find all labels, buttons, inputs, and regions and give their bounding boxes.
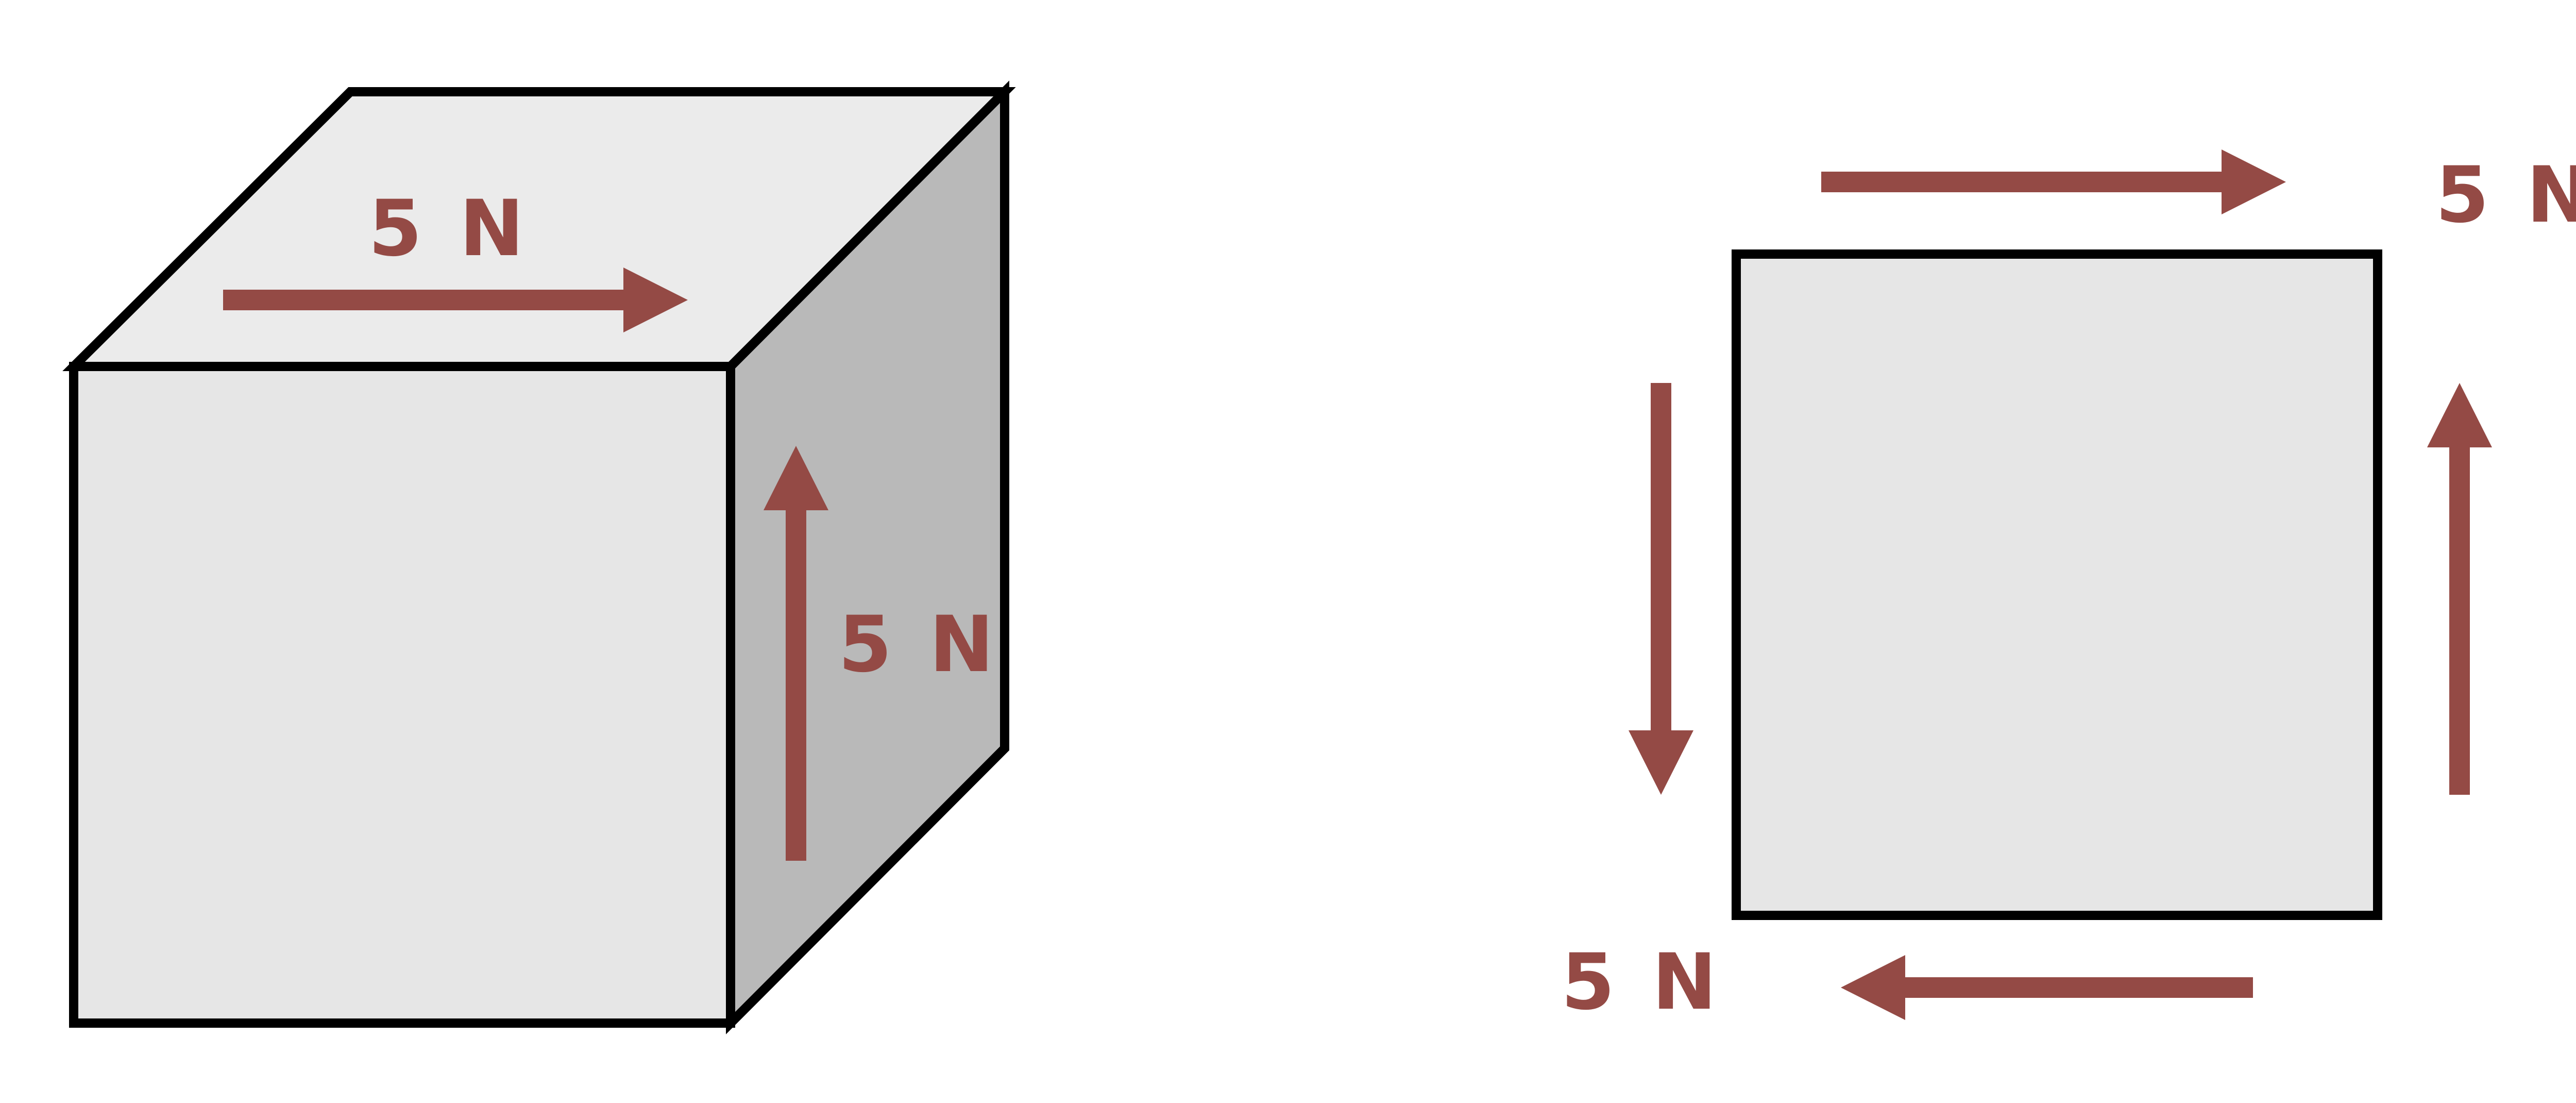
arrow-head	[2427, 383, 2492, 447]
cube-front-face	[69, 362, 735, 1028]
square-face	[1732, 249, 2382, 920]
square-bottom-force-label: 5 N	[1561, 938, 1722, 1027]
square-bottom-force-arrow	[1841, 955, 2253, 1020]
arrow-shaft	[1821, 172, 2224, 192]
cube-side-force-arrow	[764, 446, 828, 861]
arrow-head	[764, 446, 828, 510]
cube-top-force-arrow	[223, 268, 688, 332]
arrow-head	[623, 268, 688, 332]
arrow-head	[2222, 149, 2286, 214]
cube-side-force-label: 5 N	[838, 600, 999, 690]
cube: 5 N 5 N	[62, 80, 1016, 1034]
arrow-shaft	[786, 508, 806, 861]
cube-top-force-label: 5 N	[368, 184, 529, 274]
arrow-head	[1629, 730, 1693, 795]
arrow-shaft	[223, 290, 626, 310]
square-top-force-label: 5 N	[2435, 151, 2576, 240]
arrow-shaft	[1903, 977, 2253, 998]
arrow-shaft	[2449, 443, 2470, 795]
square-right-force-arrow	[2427, 383, 2492, 795]
square-left-force-arrow	[1629, 383, 1693, 795]
arrow-head	[1841, 955, 1905, 1020]
square: 5 N 5 N	[1561, 149, 2576, 1027]
square-top-force-arrow	[1821, 149, 2286, 214]
arrow-shaft	[1651, 383, 1671, 733]
